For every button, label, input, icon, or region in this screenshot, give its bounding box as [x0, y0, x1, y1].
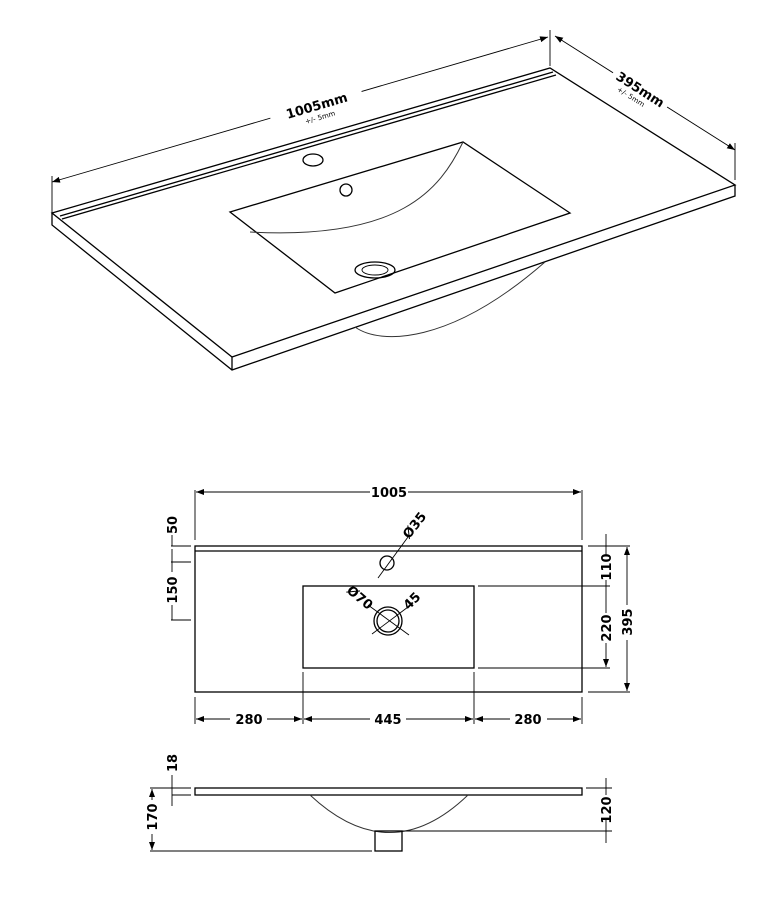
waste-outlet-iso: [354, 261, 396, 279]
tap-offset-label: 150: [166, 576, 181, 603]
bowl-profile: [309, 794, 469, 833]
basin-bowl-curve: [249, 141, 464, 234]
waste-outlet: [374, 830, 403, 852]
tap-hole-iso: [339, 183, 353, 197]
tap-hole-label: Ø35: [400, 510, 430, 542]
bowl-underside: [354, 261, 546, 338]
tap-hole: [379, 555, 395, 571]
left-margin-label: 280: [235, 713, 262, 728]
slab-thickness-label: 18: [166, 754, 181, 772]
basin-depth-label: 220: [600, 614, 615, 641]
overflow-hole: [302, 153, 324, 167]
waste-diameter-label: Ø70: [343, 583, 375, 613]
slab-outline: [194, 787, 583, 796]
overall-depth-label: 395: [621, 608, 636, 635]
front-to-basin-label: 110: [600, 553, 615, 580]
overall-width-label: 1005: [371, 486, 407, 501]
basin-width-label: 445: [374, 713, 401, 728]
counter-front-edge: [51, 185, 736, 371]
isometric-view: 1005mm +/- 5mm 395mm +/- 5mm: [50, 30, 737, 371]
upstand-depth-label: 50: [166, 516, 181, 534]
side-view: 18 170 120: [146, 754, 615, 852]
counter-outline: [194, 545, 583, 693]
plan-view: Ø35 Ø70 45 1005 50 150 110 220: [166, 486, 636, 728]
overall-height-label: 170: [146, 803, 161, 830]
bowl-depth-label: 120: [600, 796, 615, 823]
waste-outer: [373, 606, 403, 636]
basin-outline: [302, 585, 475, 669]
upstand-lip: [59, 71, 557, 220]
right-margin-label: 280: [514, 713, 541, 728]
waste-inner: [376, 609, 400, 633]
